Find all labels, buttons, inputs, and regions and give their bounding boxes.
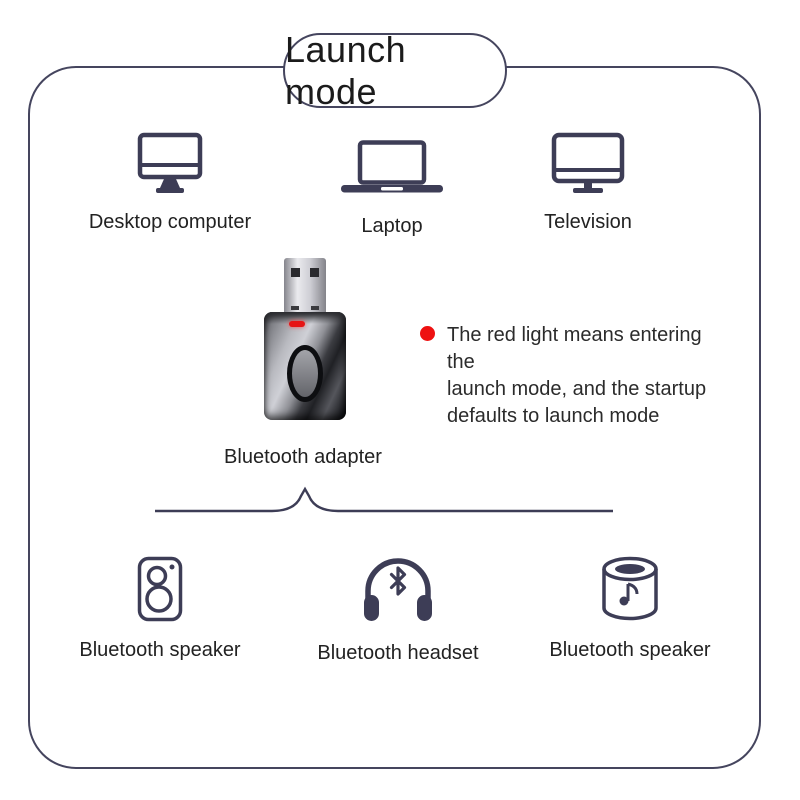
note-line: defaults to launch mode xyxy=(447,405,660,427)
usb-plug-hole xyxy=(310,268,319,277)
device-bluetooth-speaker-left: Bluetooth speaker xyxy=(70,556,250,662)
note-line: launch mode, and the startup xyxy=(447,378,707,400)
note-line: The red light means entering the xyxy=(447,324,702,373)
device-laptop: Laptop xyxy=(312,140,472,238)
red-light-note: The red light means entering the launch … xyxy=(420,322,730,430)
page-title: Launch mode xyxy=(285,28,407,112)
device-desktop-computer: Desktop computer xyxy=(80,132,260,234)
adapter-mode-button xyxy=(287,345,323,402)
cylinder-speaker-icon xyxy=(600,556,660,627)
red-bullet-icon xyxy=(420,326,435,341)
bluetooth-headset-icon xyxy=(358,553,438,628)
device-label: Desktop computer xyxy=(88,211,252,233)
red-led-indicator xyxy=(289,321,305,327)
usb-plug-contact xyxy=(291,306,299,310)
device-label: Television xyxy=(544,211,632,233)
usb-plug-contact xyxy=(311,306,319,310)
device-television: Television xyxy=(508,132,668,234)
device-bluetooth-speaker-right: Bluetooth speaker xyxy=(540,556,720,662)
title-pill: Launch mode xyxy=(283,29,507,112)
adapter-caption: Bluetooth adapter xyxy=(224,446,382,468)
device-bluetooth-headset: Bluetooth headset xyxy=(310,553,486,665)
usb-plug xyxy=(284,258,326,316)
device-label: Bluetooth speaker xyxy=(79,639,241,661)
usb-plug-hole xyxy=(291,268,300,277)
laptop-icon xyxy=(339,140,445,199)
desktop-computer-icon xyxy=(137,132,203,199)
box-speaker-icon xyxy=(137,556,183,627)
device-label: Laptop xyxy=(361,215,423,237)
adapter-body xyxy=(264,312,346,420)
device-label: Bluetooth speaker xyxy=(549,639,711,661)
television-icon xyxy=(551,132,625,199)
device-label: Bluetooth headset xyxy=(317,642,479,664)
brace-line xyxy=(155,486,613,513)
bluetooth-adapter-image xyxy=(264,258,346,420)
